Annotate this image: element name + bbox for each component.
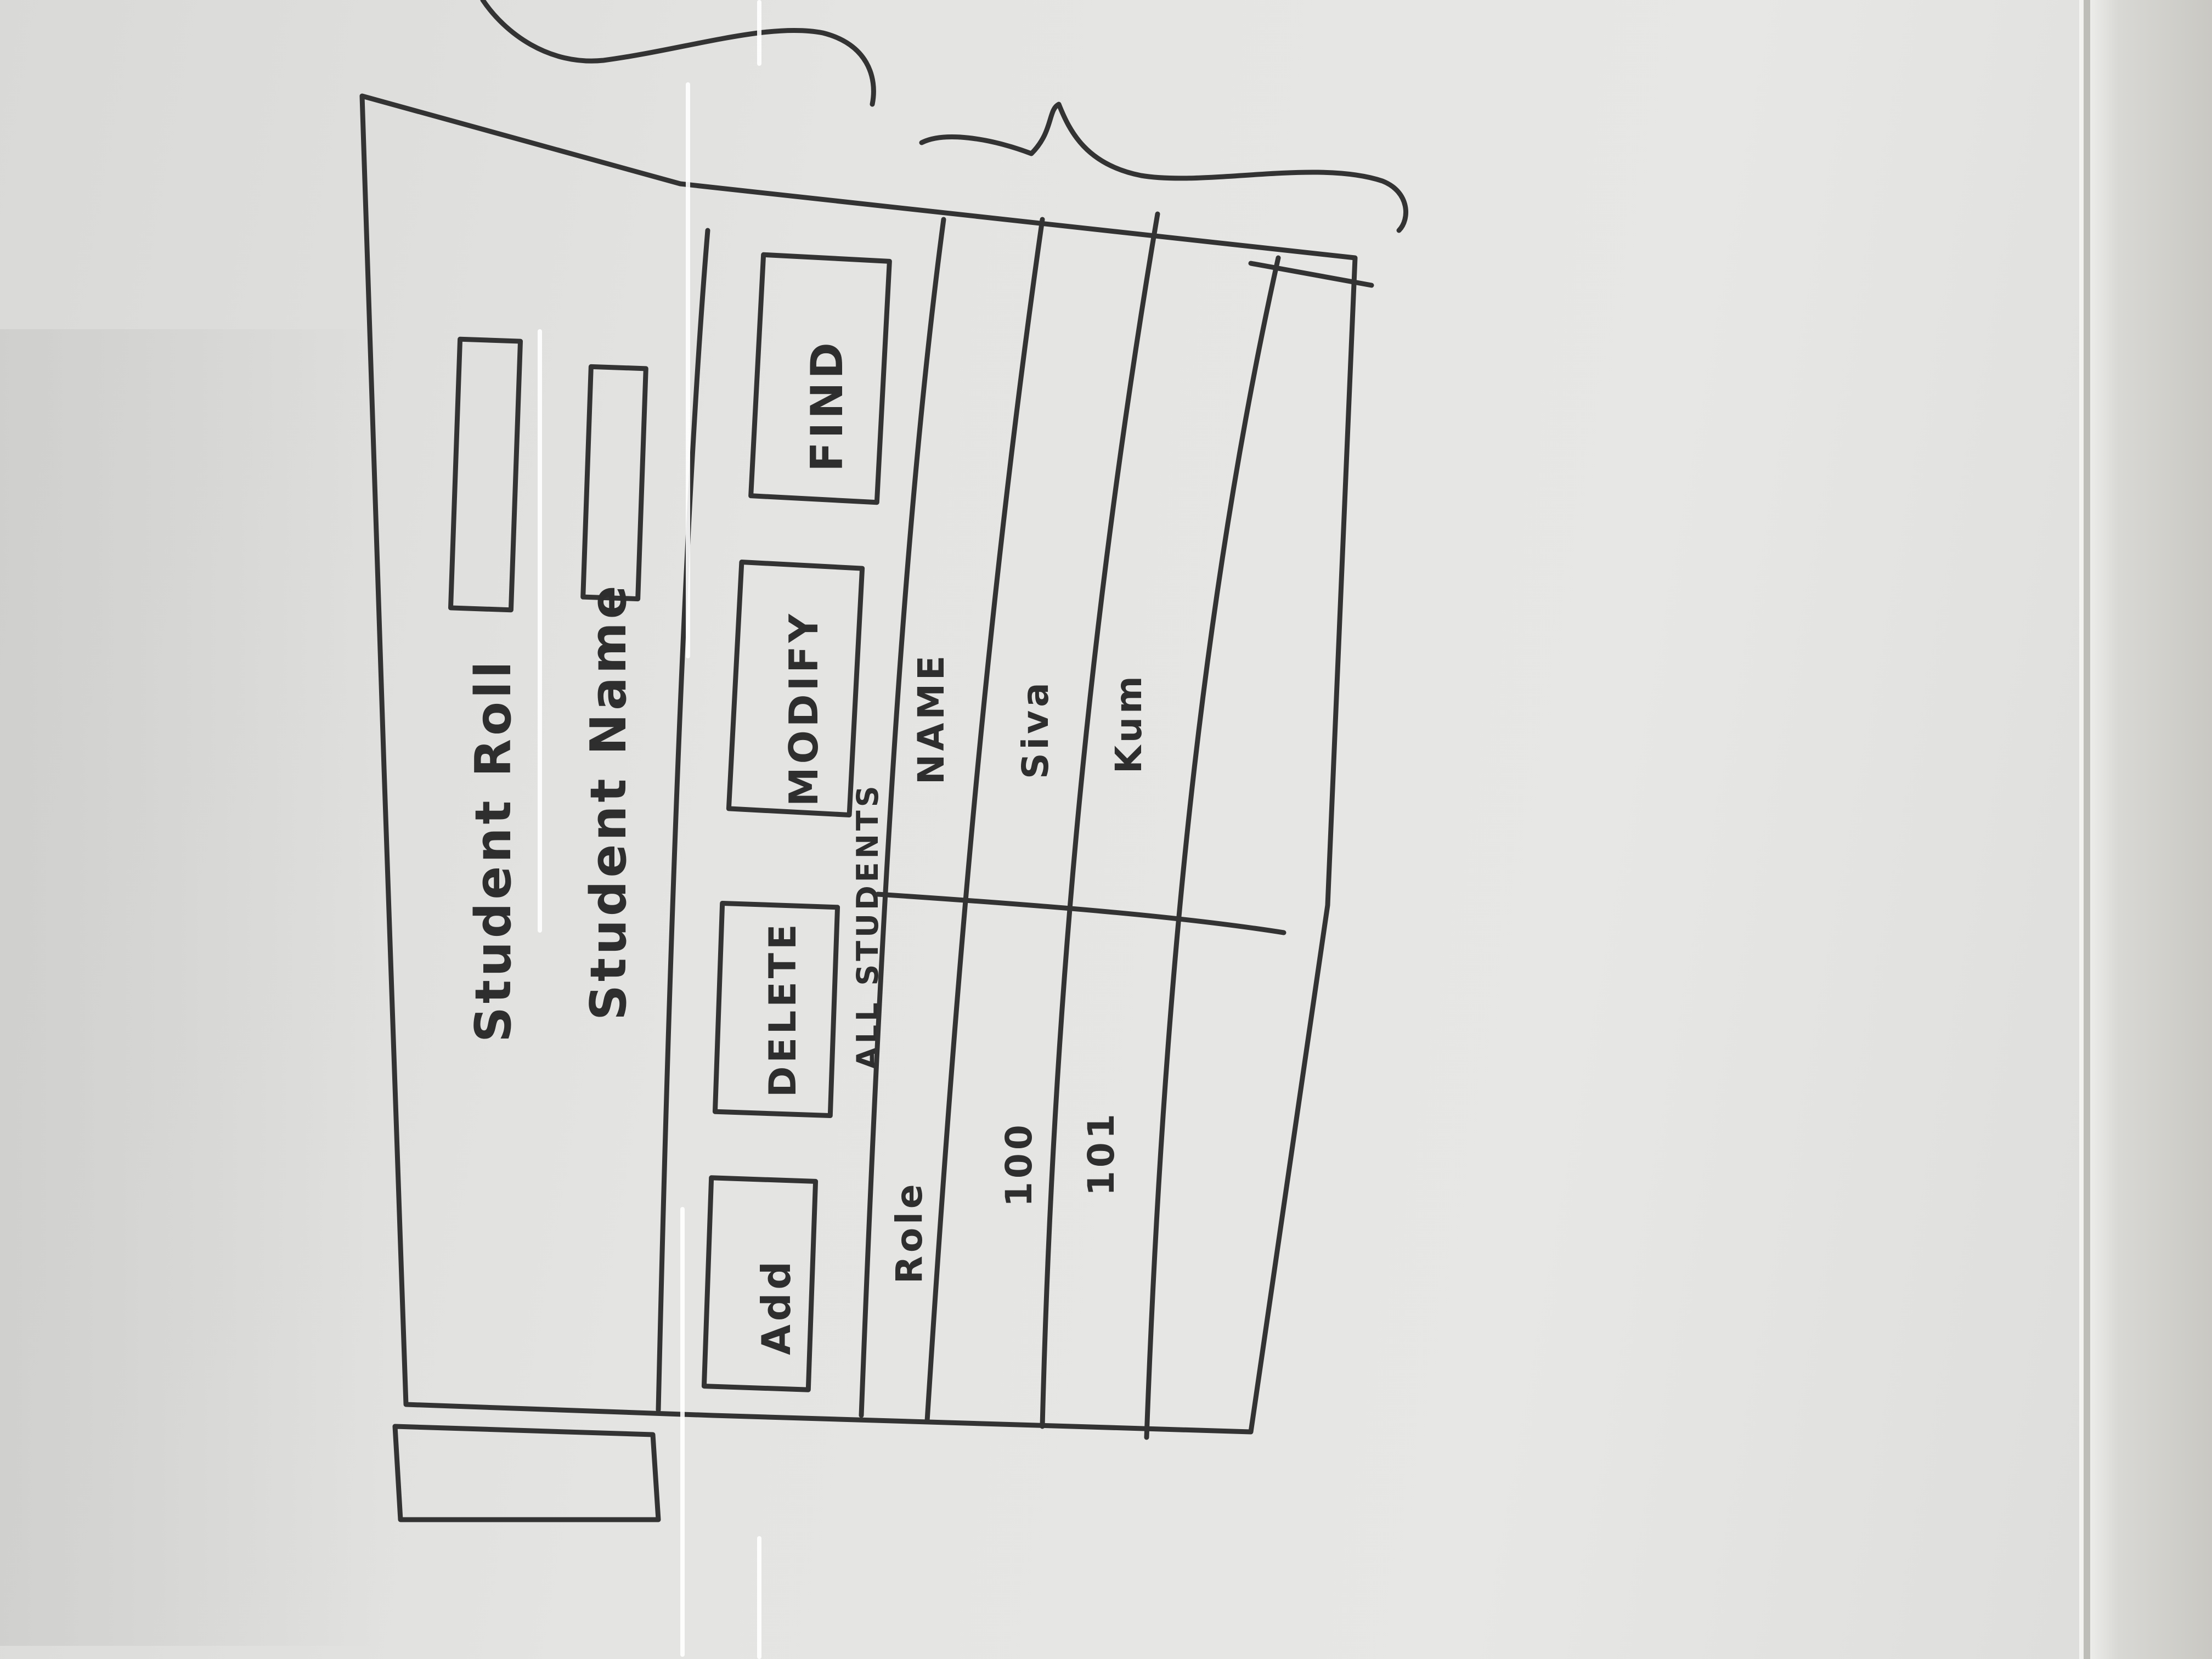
add-button[interactable]: Add: [701, 1175, 819, 1392]
table-cell-roll: 101: [1080, 1110, 1122, 1196]
decorative-swirl: [480, 0, 876, 107]
whiteboard-rail: [2084, 0, 2090, 1659]
student-roll-input[interactable]: [448, 336, 523, 613]
table-header-role: Role: [888, 1181, 930, 1284]
find-button[interactable]: FIND: [748, 252, 892, 505]
student-roll-label: Student Roll: [465, 658, 522, 1042]
light-glare: [686, 82, 690, 658]
modify-button-label: MODIFY: [781, 611, 827, 806]
table-row-line: [859, 217, 946, 1418]
delete-button-label: DELETE: [761, 921, 805, 1097]
light-glare: [538, 329, 542, 933]
student-name-label: Student Name: [580, 582, 637, 1020]
table-cell-name: Siva: [1014, 679, 1057, 779]
find-button-label: FIND: [802, 339, 853, 472]
modify-button[interactable]: MODIFY: [726, 560, 865, 817]
table-cell-name: Kum: [1108, 673, 1150, 774]
students-table: [859, 211, 1374, 1440]
table-row-line: [1144, 255, 1281, 1440]
whiteboard-frame: [2079, 0, 2212, 1659]
delete-button[interactable]: DELETE: [712, 900, 840, 1119]
table-cell-roll: 100: [998, 1121, 1040, 1207]
table-column-divider: [875, 891, 1286, 935]
window-tab: [392, 1424, 661, 1522]
app-window-outline: [359, 93, 1358, 1435]
section-divider: [656, 228, 710, 1413]
table-row-line: [924, 217, 1045, 1424]
light-glare: [757, 0, 761, 66]
table-row-line: [1040, 211, 1160, 1429]
table-header-name: NAME: [910, 652, 952, 785]
add-button-label: Add: [753, 1258, 799, 1355]
light-glare: [757, 1536, 761, 1659]
table-header-mark: [1248, 261, 1374, 288]
window-reflection: [0, 329, 384, 1646]
light-glare: [680, 1207, 685, 1657]
student-name-input[interactable]: [580, 364, 648, 602]
decorative-swirl: [919, 101, 1408, 233]
